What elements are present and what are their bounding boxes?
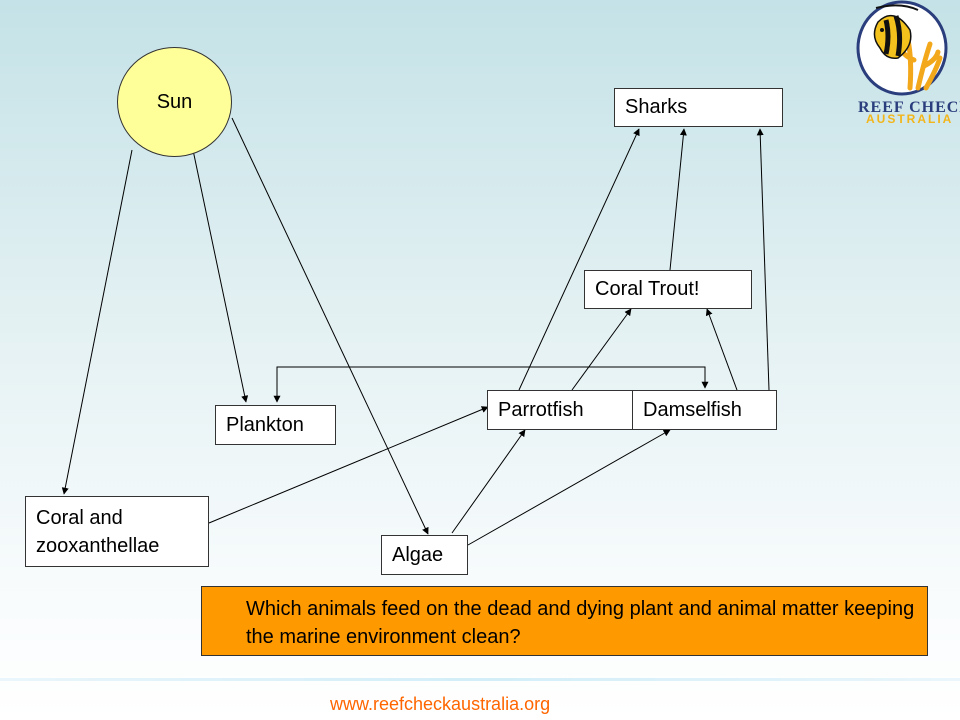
footer-divider (0, 678, 960, 681)
damselfish-node: Damselfish (632, 390, 777, 430)
logo-title: REEF CHECK (858, 99, 960, 116)
parrotfish-label: Parrotfish (498, 398, 584, 421)
arrow-parrotfish-to-coral-trout (571, 308, 632, 391)
algae-node: Algae (381, 535, 468, 575)
plankton-label: Plankton (226, 413, 304, 436)
coral-trout-node: Coral Trout! (584, 270, 752, 309)
arrow-coral-trout-to-sharks (669, 128, 687, 271)
sharks-label: Sharks (625, 96, 688, 118)
coral-trout-label: Coral Trout! (595, 278, 700, 300)
question-text: Which animals feed on the dead and dying… (246, 598, 915, 648)
arrow-algae-to-damselfish (467, 429, 671, 546)
fish-coral-emblem-icon (856, 0, 948, 96)
arrow-sun-to-plankton (192, 149, 249, 403)
coral-zooxanthellae-label: Coral and zooxanthellae (36, 506, 160, 557)
arrow-damselfish-to-coral-trout (705, 308, 738, 391)
reef-check-logo: REEF CHECK AUSTRALIA (840, 0, 960, 130)
question-box: Which animals feed on the dead and dying… (201, 586, 928, 656)
plankton-node: Plankton (215, 405, 336, 445)
arrow-sun-to-algae (231, 117, 429, 535)
damselfish-label: Damselfish (643, 398, 742, 421)
arrow-parrotfish-to-sharks (518, 128, 640, 391)
algae-label: Algae (392, 543, 444, 566)
logo-subtitle: AUSTRALIA (866, 112, 954, 126)
sun-node: Sun (117, 47, 232, 157)
parrotfish-node: Parrotfish (487, 390, 634, 430)
sun-label: Sun (156, 90, 193, 113)
footer-url-link[interactable]: www.reefcheckaustralia.org (330, 694, 551, 714)
sharks-node: Sharks (614, 88, 783, 127)
arrow-damselfish-to-sharks (756, 128, 770, 391)
arrow-algae-to-parrotfish (451, 429, 526, 534)
arrow-damselfish-to-plankton (273, 366, 709, 403)
arrow-coral-to-parrotfish (208, 406, 489, 524)
arrow-sun-to-coral (61, 149, 133, 495)
coral-zooxanthellae-node: Coral and zooxanthellae (25, 496, 209, 567)
